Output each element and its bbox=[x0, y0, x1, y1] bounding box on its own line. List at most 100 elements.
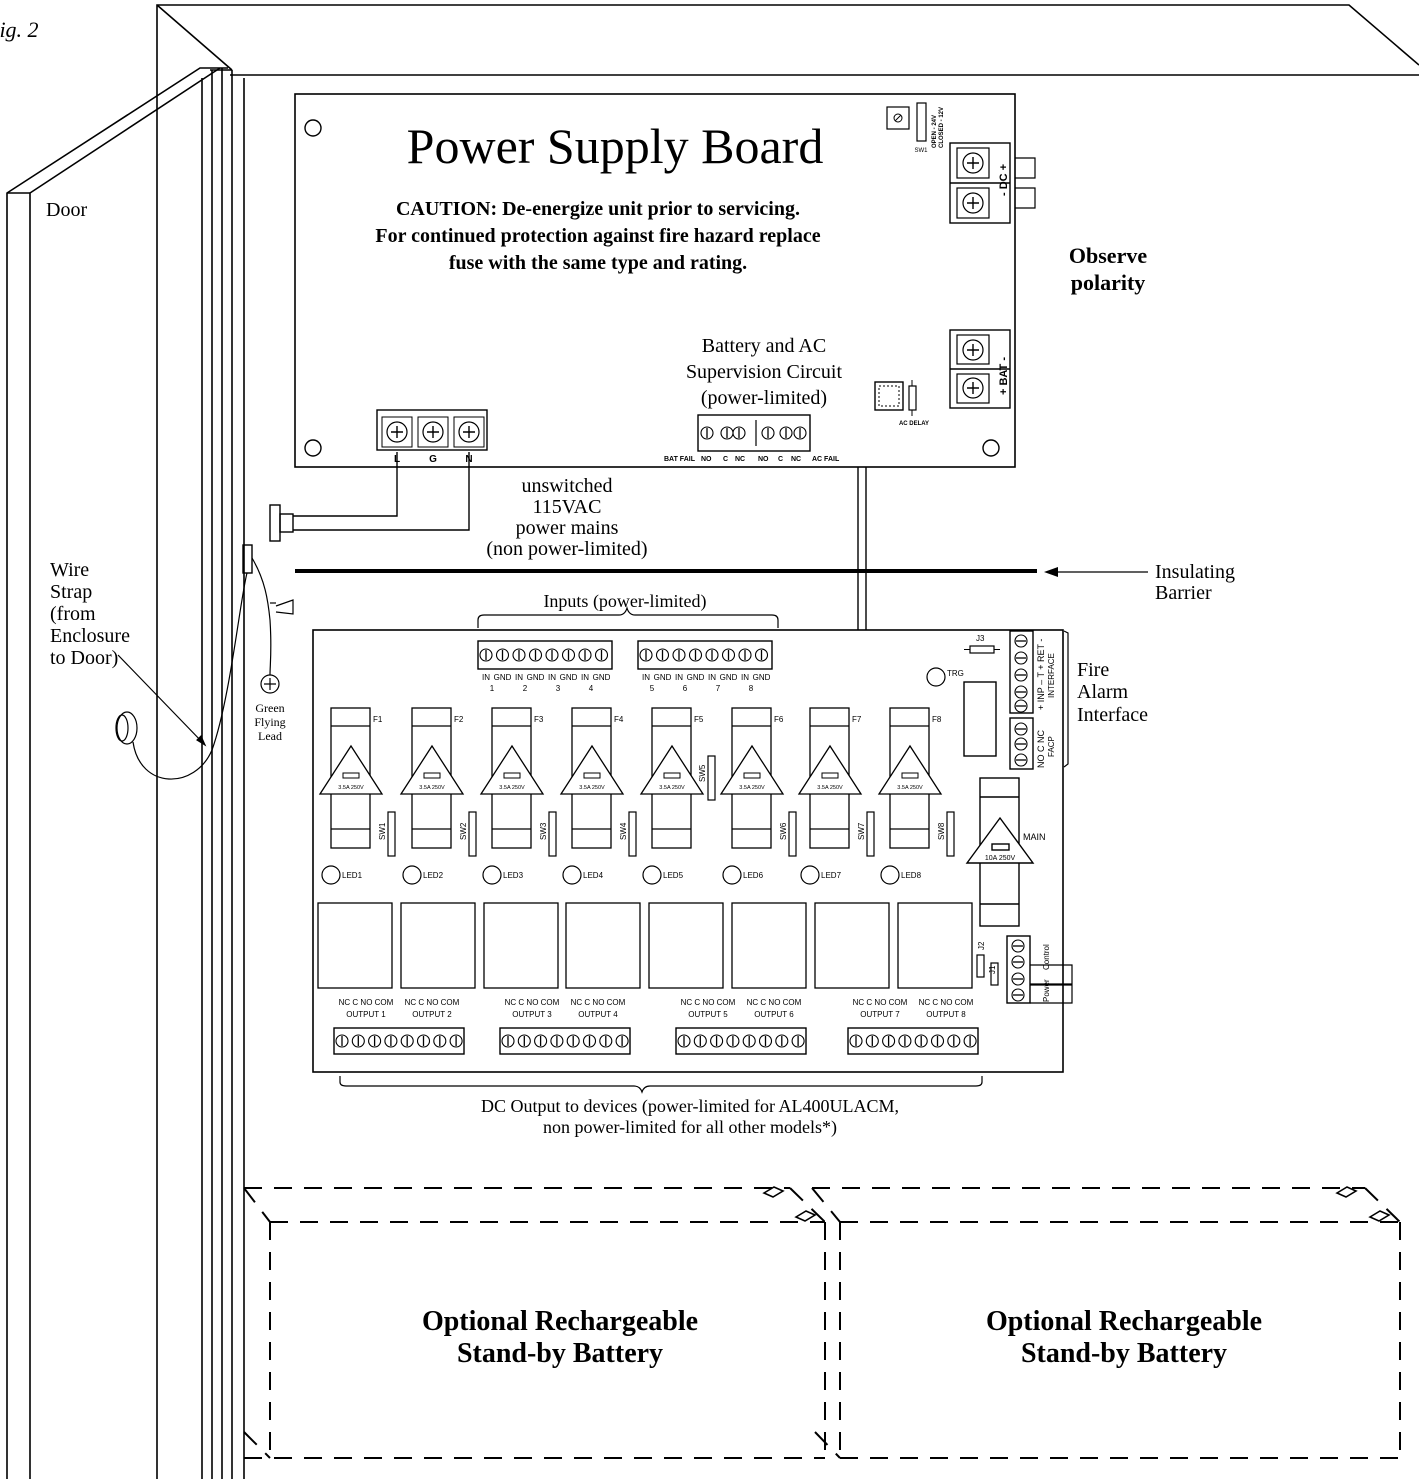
screw-terminal-icon bbox=[495, 648, 510, 662]
terminal-g-label: G bbox=[429, 454, 437, 465]
screw-terminal-icon bbox=[726, 1034, 740, 1048]
dip-switch bbox=[788, 811, 797, 857]
control-terminal bbox=[1006, 935, 1031, 1004]
output-label: OUTPUT 6 bbox=[754, 1010, 794, 1019]
screw-terminal-icon bbox=[1014, 668, 1028, 682]
screw-terminal-icon bbox=[479, 648, 493, 662]
switch-label: SW8 bbox=[937, 822, 946, 840]
facp-label: FACP bbox=[1047, 736, 1056, 757]
fuse-label: F1 bbox=[373, 715, 383, 724]
observe-polarity-2: polarity bbox=[1071, 270, 1146, 295]
input-terminal-a bbox=[477, 640, 613, 670]
interface-relay bbox=[963, 681, 997, 757]
input-term-label: GND bbox=[593, 673, 611, 682]
led-icon bbox=[722, 865, 742, 885]
input-term-label: IN bbox=[708, 673, 716, 682]
dc-output-brace bbox=[339, 1076, 983, 1094]
screw-terminal-icon bbox=[615, 1034, 629, 1048]
facp-terminal bbox=[1009, 717, 1034, 770]
input-term-label: IN bbox=[741, 673, 749, 682]
battery-left-line-2: Stand-by Battery bbox=[457, 1338, 663, 1369]
relay-terminal-block bbox=[697, 414, 811, 452]
input-term-label: IN bbox=[548, 673, 556, 682]
led-label: LED5 bbox=[663, 871, 684, 880]
output-terminal-block bbox=[847, 1027, 979, 1055]
mains-line-4: (non power-limited) bbox=[486, 538, 647, 560]
barrier-label-2: Barrier bbox=[1155, 582, 1212, 604]
led-label: LED7 bbox=[821, 871, 842, 880]
j1-label: J1 bbox=[988, 965, 997, 974]
relay-term-no: NO bbox=[758, 456, 769, 463]
screw-terminal-icon bbox=[963, 1034, 977, 1048]
battery-left-line-1: Optional Rechargeable bbox=[422, 1306, 698, 1337]
screw-terminal-icon bbox=[561, 648, 576, 662]
screw-terminal-icon bbox=[761, 426, 775, 440]
screw-terminal-icon bbox=[758, 1034, 773, 1048]
output-label: OUTPUT 3 bbox=[512, 1010, 552, 1019]
output-terminal-block bbox=[333, 1027, 465, 1055]
led-label: LED2 bbox=[423, 871, 444, 880]
output-terms-label: NC C NO COM bbox=[747, 998, 802, 1007]
fuse-label: F3 bbox=[534, 715, 544, 724]
fuse-label: F4 bbox=[614, 715, 624, 724]
screw-terminal-icon bbox=[930, 1034, 945, 1048]
screw-terminal-icon bbox=[1011, 939, 1025, 953]
fuse-label: F6 bbox=[774, 715, 784, 724]
sw1-switch bbox=[916, 102, 927, 142]
screw-terminal-icon bbox=[914, 1034, 928, 1048]
input-number-label: 5 bbox=[650, 684, 655, 693]
j2-label: J2 bbox=[977, 941, 986, 950]
fuse-rating: 3.5A 250V bbox=[419, 785, 445, 791]
screw-terminal-icon bbox=[732, 426, 746, 440]
fuse-holder bbox=[639, 707, 705, 849]
output-label: OUTPUT 7 bbox=[860, 1010, 900, 1019]
screw-terminal-icon bbox=[594, 648, 609, 662]
input-number-label: 1 bbox=[490, 684, 495, 693]
screw-terminal-icon bbox=[501, 1034, 515, 1048]
screw-terminal-icon bbox=[882, 1034, 896, 1048]
screw-terminal-icon bbox=[1014, 685, 1028, 699]
output-label: OUTPUT 1 bbox=[346, 1010, 386, 1019]
main-rating: 10A 250V bbox=[985, 855, 1016, 862]
led-icon bbox=[880, 865, 900, 885]
psb-title: Power Supply Board bbox=[407, 118, 824, 174]
supervision-line-3: (power-limited) bbox=[701, 387, 827, 409]
battery-right bbox=[811, 1187, 1401, 1459]
input-term-label: GND bbox=[527, 673, 545, 682]
relay-term-nc: NC bbox=[735, 456, 745, 463]
output-terms-label: NC C NO COM bbox=[405, 998, 460, 1007]
j3-label: J3 bbox=[976, 634, 985, 643]
screw-terminal-icon bbox=[517, 1034, 531, 1048]
screw-terminal-icon bbox=[791, 1034, 805, 1048]
screw-terminal-icon bbox=[672, 648, 686, 662]
screw-terminal-icon bbox=[1014, 722, 1028, 736]
screw-terminal-icon bbox=[1014, 699, 1028, 713]
ac-mains-terminal bbox=[376, 409, 488, 451]
sw1-jumper bbox=[886, 106, 910, 130]
screw-icon bbox=[962, 377, 984, 399]
fuse-holder bbox=[719, 707, 785, 849]
fai-line-3: Interface bbox=[1077, 704, 1148, 726]
switch-label: SW6 bbox=[779, 822, 788, 840]
dc-output-line-1: DC Output to devices (power-limited for … bbox=[481, 1096, 899, 1117]
power-supply-board: Power Supply Board CAUTION: De-energize … bbox=[294, 93, 1036, 468]
dip-switch bbox=[468, 811, 477, 857]
input-number-label: 8 bbox=[749, 684, 754, 693]
led-label: LED3 bbox=[503, 871, 524, 880]
relay-term-c: C bbox=[778, 456, 783, 463]
output-relay bbox=[483, 902, 559, 989]
screw-terminal-icon bbox=[534, 1034, 548, 1048]
observe-polarity-1: Observe bbox=[1069, 243, 1147, 268]
screw-terminal-icon bbox=[655, 648, 670, 662]
interface-terminal bbox=[1009, 630, 1034, 714]
fuse-holder bbox=[797, 707, 863, 849]
input-term-label: GND bbox=[753, 673, 771, 682]
screw-terminal-icon bbox=[754, 648, 769, 662]
input-term-label: IN bbox=[515, 673, 523, 682]
screw-terminal-icon bbox=[779, 426, 793, 440]
dip-switch bbox=[866, 811, 875, 857]
fai-line-1: Fire bbox=[1077, 659, 1109, 681]
j1-jumper bbox=[990, 962, 999, 986]
led-icon bbox=[562, 865, 582, 885]
fuse-rating: 3.5A 250V bbox=[659, 785, 685, 791]
